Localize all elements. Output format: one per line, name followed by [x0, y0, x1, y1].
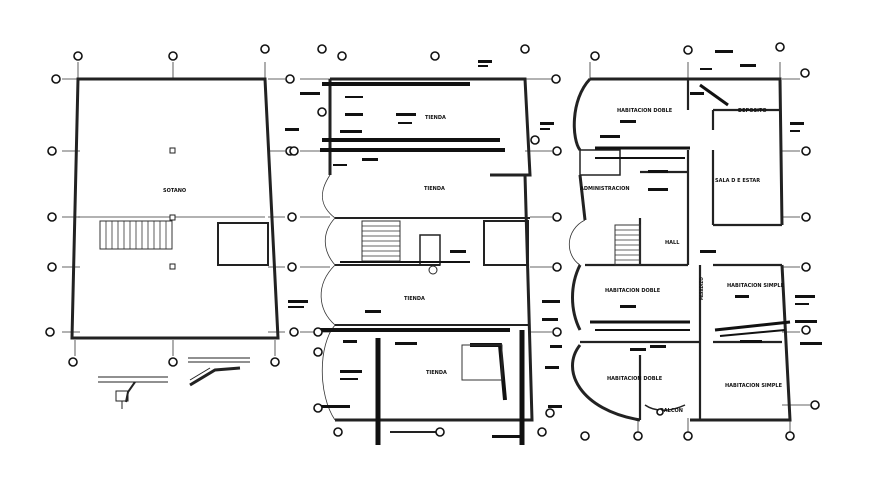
- basement-plan: SOTANO: [45, 44, 299, 409]
- room-label-tienda-3: TIENDA: [404, 296, 425, 302]
- room-label-sala-de-estar: SALA D E ESTAR: [715, 178, 760, 184]
- room-label-tienda-1: TIENDA: [425, 115, 446, 121]
- room-label-tienda-2: TIENDA: [424, 186, 445, 192]
- room-label-habitacion-simple-1: HABITACION SIMPLE: [727, 283, 785, 289]
- room-label-sotano: SOTANO: [163, 188, 186, 194]
- upper-floor-plan: HABITACION DOBLE DEPOSITO ADMINISTRACION…: [568, 42, 822, 441]
- room-label-habitacion-doble-3: HABITACION DOBLE: [607, 376, 663, 382]
- room-label-pasadizo: PASADIZO: [699, 277, 704, 300]
- room-label-habitacion-doble-2: HABITACION DOBLE: [605, 288, 661, 294]
- ground-floor-plan: TIENDA TIENDA TIENDA TIENDA: [285, 44, 562, 445]
- room-label-hall: HALL: [665, 240, 680, 246]
- room-label-habitacion-simple-2: HABITACION SIMPLE: [725, 383, 783, 389]
- room-label-administracion: ADMINISTRACION: [580, 186, 630, 192]
- room-label-tienda-4: TIENDA: [426, 370, 447, 376]
- room-label-habitacion-doble-1: HABITACION DOBLE: [617, 108, 673, 114]
- room-label-deposito: DEPOSITO: [738, 108, 767, 114]
- room-label-balcon: BALCON: [660, 408, 683, 414]
